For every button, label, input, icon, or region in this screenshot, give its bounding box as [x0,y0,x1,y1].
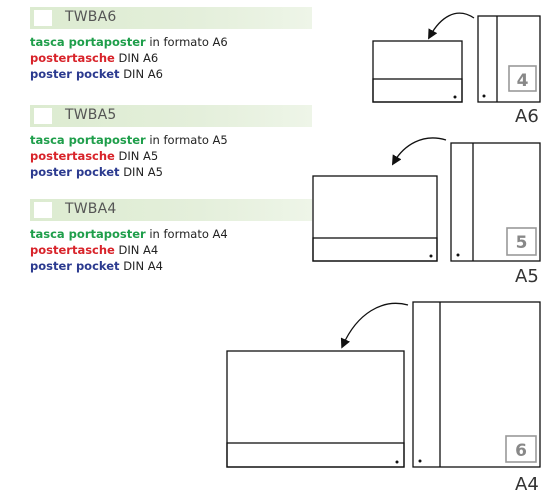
code-checkbox-box [34,108,52,124]
insert-arrow [340,302,409,349]
poster-sheet [312,175,438,262]
poster-sheet [226,350,405,468]
description-lines: tasca portaposter in formato A4 posterta… [30,226,312,274]
desc-italian: tasca portaposter in formato A6 [30,35,228,49]
diagram-number: 6 [515,441,527,461]
insert-arrow [391,137,447,166]
size-label-a6: A6 [515,106,539,127]
desc-italian: tasca portaposter in formato A4 [30,227,228,241]
desc-english: poster pocket DIN A6 [30,67,163,81]
product-code-bar: TWBA6 [30,7,312,29]
desc-german: postertasche DIN A4 [30,243,159,257]
code-checkbox-box [34,10,52,26]
product-code: TWBA6 [65,9,117,25]
product-code: TWBA5 [65,107,117,123]
product-block-twba4: TWBA4 tasca portaposter in formato A4 po… [30,199,312,274]
product-block-twba5: TWBA5 tasca portaposter in formato A5 po… [30,105,312,180]
number-box [508,65,537,92]
diagram-number: 5 [516,233,528,253]
pocket-front [312,237,438,262]
size-label-a4: A4 [515,474,539,495]
pocket-front [226,442,405,468]
number-box [506,227,537,256]
diagram-a6: 4 [372,12,541,103]
insert-arrow [428,12,475,40]
product-code-bar: TWBA5 [30,105,312,127]
size-label-a5: A5 [515,266,539,287]
pocket-front [372,78,463,103]
number-box [505,435,537,463]
desc-german: postertasche DIN A5 [30,149,159,163]
diagram-a4: 6 [226,301,541,468]
description-lines: tasca portaposter in formato A6 posterta… [30,34,312,82]
desc-english: poster pocket DIN A5 [30,165,163,179]
diagram-number: 4 [517,71,529,91]
product-code: TWBA4 [65,201,117,217]
poster-sheet [372,40,463,103]
product-code-bar: TWBA4 [30,199,312,221]
desc-italian: tasca portaposter in formato A5 [30,133,228,147]
code-checkbox-box [34,202,52,218]
diagram-a5: 5 [312,137,541,262]
description-lines: tasca portaposter in formato A5 posterta… [30,132,312,180]
product-block-twba6: TWBA6 tasca portaposter in formato A6 po… [30,7,312,82]
desc-german: postertasche DIN A6 [30,51,159,65]
desc-english: poster pocket DIN A4 [30,259,163,273]
